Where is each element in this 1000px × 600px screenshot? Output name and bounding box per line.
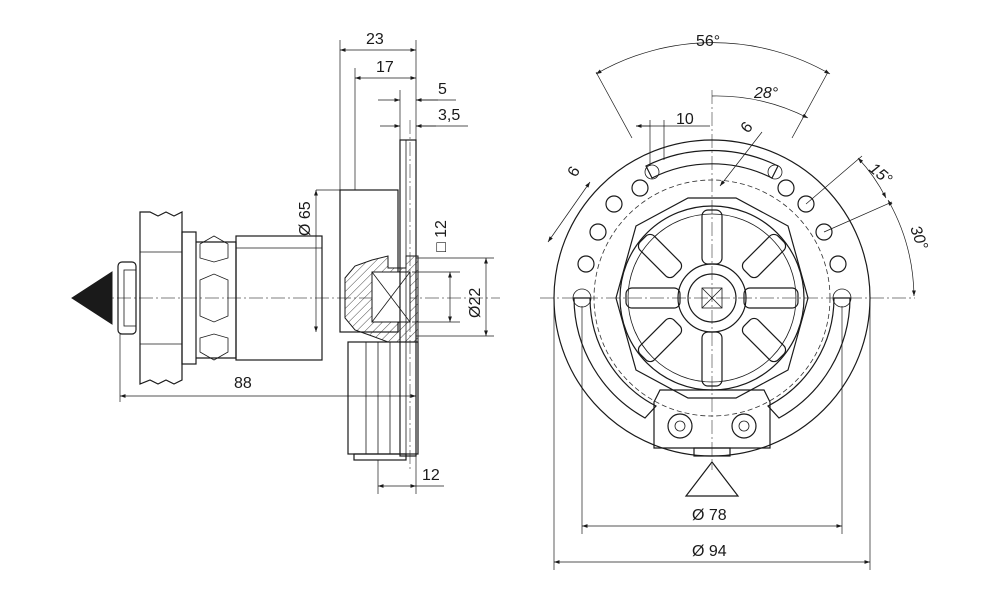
dim-dia-22: Ø22 [467, 258, 488, 336]
dim-3-5: 3,5 [380, 107, 468, 128]
dim-dia-94: Ø 94 [553, 298, 871, 570]
mounting-plate [399, 139, 417, 457]
dim-5: 5 [378, 81, 456, 102]
dim-dia-65-text: Ø 65 [297, 201, 314, 236]
dim-30-text: 30° [906, 224, 930, 253]
pointer-triangle [71, 271, 113, 325]
reference-triangle [684, 461, 740, 497]
dim-88: 88 [120, 375, 416, 398]
bolt-circle [593, 179, 831, 417]
dim-88-text: 88 [234, 375, 252, 392]
lower-housing [347, 341, 419, 461]
dim-56-text: 56° [696, 33, 720, 50]
cylinder-body [235, 235, 323, 361]
dim-6-left-text: 6 [565, 164, 584, 180]
dim-28-text: 28° [753, 85, 779, 102]
side-view: 23 17 5 3,5 Ø 65 □ 12 Ø22 [71, 31, 500, 494]
dim-3-5-text: 3,5 [438, 107, 460, 124]
dim-5-text: 5 [438, 81, 447, 98]
center-hub [677, 263, 747, 333]
dim-10: 10 [636, 111, 710, 166]
wheel-spokes [625, 209, 799, 387]
dim-square-12-text: □ 12 [433, 220, 450, 252]
dim-dia-94-text: Ø 94 [692, 543, 727, 560]
dim-17: 17 [355, 59, 416, 80]
hub-section [344, 255, 419, 343]
dim-15-text: 15° [865, 160, 895, 189]
dim-17-text: 17 [376, 59, 394, 76]
dim-6-top-text: 6 [738, 119, 757, 137]
dim-10-text: 10 [676, 111, 694, 128]
dim-dia-22-text: Ø22 [467, 288, 484, 318]
front-view: 56° 28° 10 6 6 15° 30° [540, 33, 931, 570]
dim-dia-65: Ø 65 [297, 189, 340, 332]
knob [139, 211, 197, 385]
dim-12-text: 12 [422, 467, 440, 484]
dim-23: 23 [340, 31, 416, 52]
dim-15-degrees: 15° [805, 155, 895, 233]
dim-12: 12 [378, 467, 444, 488]
dim-dia-78: Ø 78 [581, 306, 843, 534]
side-dim-extensions [119, 40, 494, 494]
dim-23-text: 23 [366, 31, 384, 48]
dim-28-degrees: 28° [711, 85, 809, 119]
dim-6-top: 6 [719, 119, 763, 187]
shaft-end [117, 261, 137, 335]
dim-square-12: □ 12 [433, 220, 452, 322]
dim-56-degrees: 56° [595, 33, 831, 139]
mounting-holes [577, 179, 847, 273]
dim-dia-78-text: Ø 78 [692, 507, 727, 524]
dim-30-degrees: 30° [887, 199, 931, 297]
arc-slots [572, 149, 852, 419]
lower-bracket [653, 389, 771, 457]
